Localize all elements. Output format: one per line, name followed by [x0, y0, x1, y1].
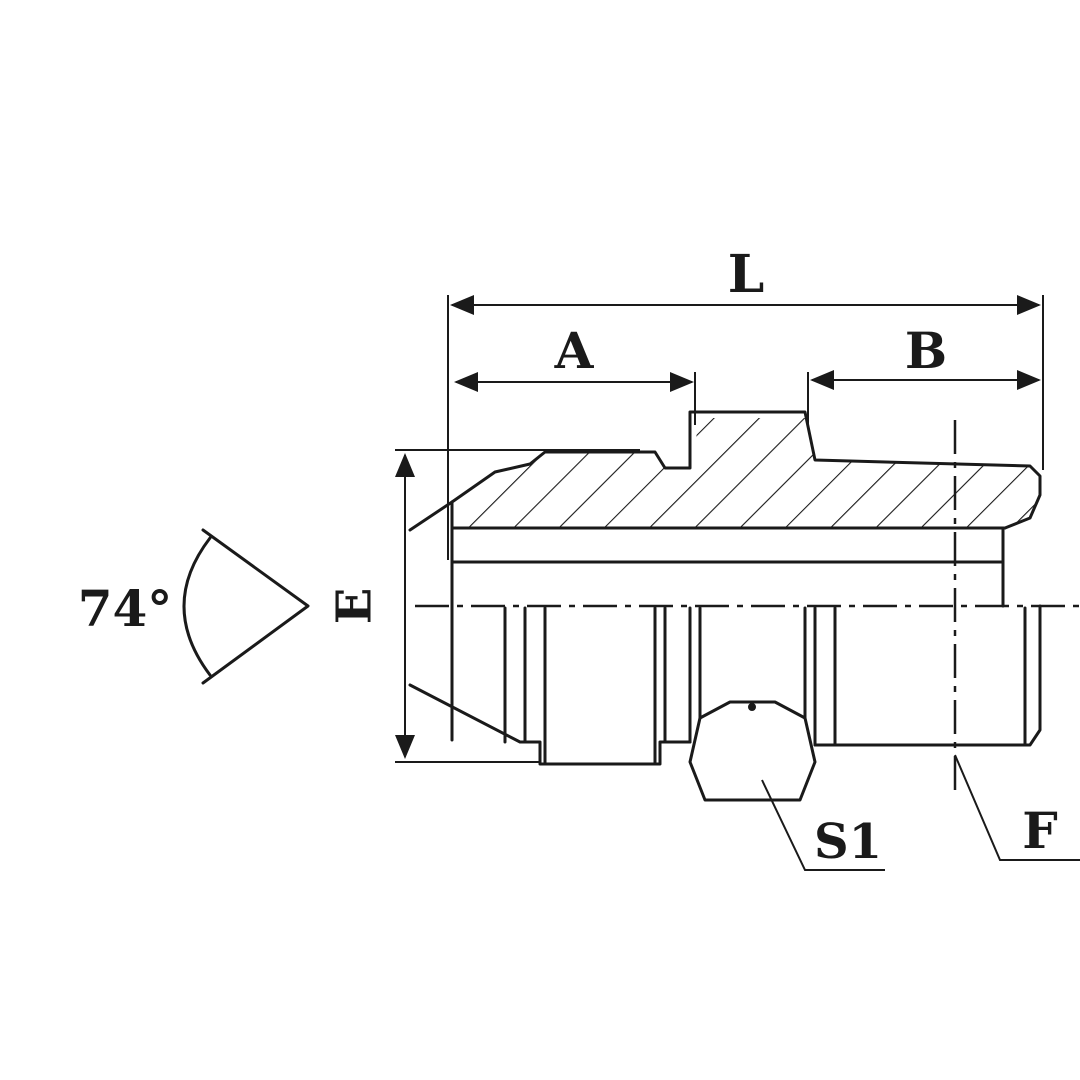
label-l: L: [728, 244, 765, 305]
label-angle: 74°: [78, 579, 173, 638]
centerlines: [415, 420, 1080, 795]
label-s1: S1: [814, 814, 882, 870]
label-e: E: [327, 588, 383, 625]
label-f: F: [1022, 801, 1058, 860]
dimension-l: L: [447, 244, 1044, 560]
label-a: A: [554, 321, 595, 380]
lower-body: [408, 500, 1042, 766]
dimension-b: B: [807, 321, 1041, 425]
hex-nut: [688, 606, 817, 802]
angle-symbol: 74°: [78, 528, 310, 685]
label-b: B: [905, 321, 947, 380]
dimension-a: A: [454, 321, 696, 425]
leader-s1: S1: [761, 779, 885, 871]
dimension-e: E: [327, 449, 640, 763]
hatched-section: [450, 410, 1042, 530]
leader-f: F: [954, 754, 1080, 861]
